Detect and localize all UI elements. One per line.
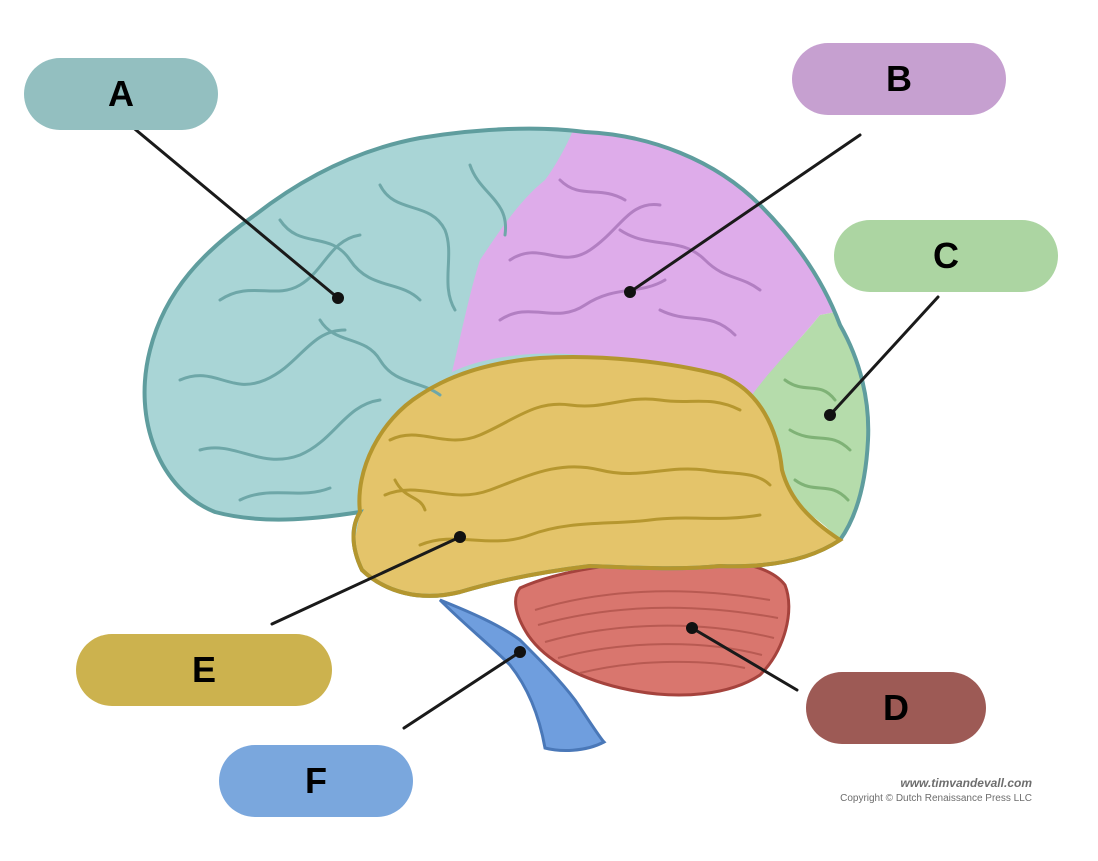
leader-dot-a <box>332 292 344 304</box>
label-c-text: C <box>933 235 959 276</box>
leader-dot-e <box>454 531 466 543</box>
leader-dot-b <box>624 286 636 298</box>
leader-line-d <box>690 626 799 692</box>
label-d[interactable]: D <box>806 672 986 744</box>
leader-line-c <box>828 295 940 417</box>
leader-dots <box>332 286 836 658</box>
label-a-text: A <box>108 73 134 114</box>
leader-line-f <box>402 650 522 730</box>
temporal-gyri <box>383 397 772 547</box>
leader-line-a <box>128 123 340 300</box>
occipital-gyri <box>783 378 852 502</box>
frontal-gyri <box>178 163 508 502</box>
label-a[interactable]: A <box>24 58 218 130</box>
credit-url: www.timvandevall.com <box>900 776 1032 790</box>
label-e[interactable]: E <box>76 634 332 706</box>
parietal-gyri <box>498 178 762 337</box>
leader-dot-c <box>824 409 836 421</box>
credit-copyright: Copyright © Dutch Renaissance Press LLC <box>840 793 1032 804</box>
cerebellum-folds <box>534 590 779 674</box>
leader-dot-f <box>514 646 526 658</box>
temporal-outline <box>351 355 844 598</box>
label-f[interactable]: F <box>219 745 413 817</box>
label-b-text: B <box>886 58 912 99</box>
label-d-text: D <box>883 687 909 728</box>
label-e-text: E <box>191 649 216 690</box>
leader-line-e <box>270 535 462 626</box>
leader-line-b <box>628 133 862 294</box>
temporal-region <box>340 357 840 596</box>
label-f-text: F <box>305 760 327 801</box>
cerebellum-region <box>514 558 791 697</box>
label-b[interactable]: B <box>792 43 1006 115</box>
leader-lines <box>128 123 940 730</box>
brainstem-region <box>438 598 607 752</box>
label-c[interactable]: C <box>834 220 1058 292</box>
leader-dot-d <box>686 622 698 634</box>
